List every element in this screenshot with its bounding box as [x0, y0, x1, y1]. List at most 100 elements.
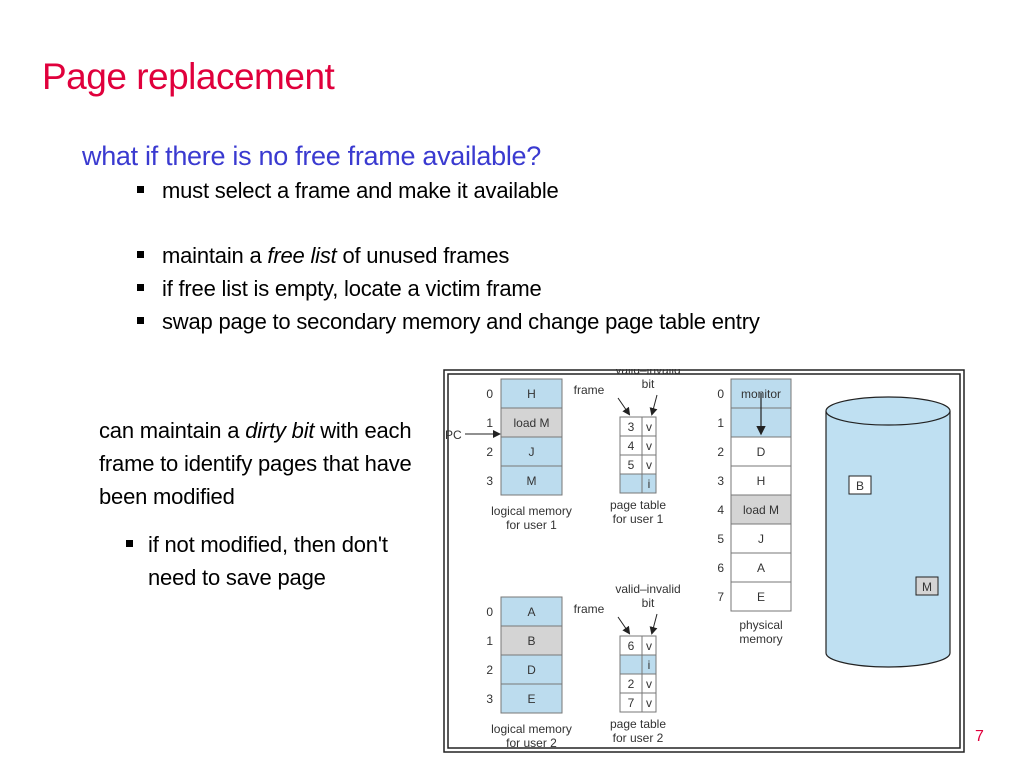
- user2-table-frame-cell: [619, 654, 643, 675]
- user1-table-caption-line1: page table: [610, 498, 666, 512]
- dirty-bit-note: can maintain a dirty bit with each frame…: [99, 414, 439, 513]
- physical-frame-index: 6: [717, 561, 724, 575]
- user2-table-bit-value: v: [646, 639, 652, 653]
- user2-page-cell: [500, 625, 563, 656]
- user1-page-index: 0: [486, 387, 493, 401]
- user1-caption-line2: for user 1: [506, 518, 557, 532]
- user1-frame-arrow: [617, 397, 631, 416]
- physical-frame-cell: [730, 552, 792, 583]
- user2-table-bit-value: v: [646, 696, 652, 710]
- physical-caption-line1: physical: [739, 618, 782, 632]
- user2-table-caption-line1: page table: [610, 717, 666, 731]
- user2-table-frame-value: 2: [628, 677, 635, 691]
- user1-page-cell: [500, 465, 563, 496]
- user1-valid-label-line2: bit: [642, 377, 655, 391]
- bullet-swap-page: swap page to secondary memory and change…: [137, 309, 760, 335]
- user2-page-cell: [500, 596, 563, 627]
- disk-body: [825, 411, 951, 668]
- bullet-emphasis: free list: [267, 243, 337, 268]
- bullet-marker: [137, 284, 144, 291]
- physical-frame-label: load M: [743, 503, 779, 517]
- user2-page-label: A: [527, 605, 535, 619]
- slide-title: Page replacement: [42, 56, 335, 97]
- physical-frame-index: 3: [717, 474, 724, 488]
- page-number: 7: [975, 728, 984, 745]
- user2-page-index: 3: [486, 692, 493, 706]
- user2-page-label: E: [527, 692, 535, 706]
- disk-page-m-label: M: [922, 580, 932, 594]
- user1-page-label: H: [527, 387, 536, 401]
- user2-table-frame-value: 7: [628, 696, 635, 710]
- physical-frame-label: E: [757, 590, 765, 604]
- physical-frame-index: 5: [717, 532, 724, 546]
- physical-frame-index: 0: [717, 387, 724, 401]
- physical-frame-index: 4: [717, 503, 724, 517]
- bullet-marker: [137, 186, 144, 193]
- user1-table-bit-cell: [641, 473, 657, 494]
- bullet-marker: [137, 317, 144, 324]
- user2-caption-line1: logical memory: [491, 722, 572, 736]
- user2-valid-label-line2: bit: [642, 596, 655, 610]
- user2-valid-label-line1: valid–invalid: [615, 582, 680, 596]
- bullet-marker: [126, 540, 133, 547]
- physical-frame-label: H: [757, 474, 766, 488]
- user1-table-bit-value: v: [646, 439, 652, 453]
- user1-valid-label-line1: valid–invalid: [615, 369, 680, 377]
- disk-page-m-box: [915, 576, 939, 596]
- user1-table-frame-value: 3: [628, 420, 635, 434]
- user1-page-cell: [500, 436, 563, 467]
- user2-table-bit-value: i: [648, 658, 651, 672]
- disk-page-b-box: [848, 475, 872, 495]
- user2-page-cell: [500, 683, 563, 714]
- dirty-note-pre: can maintain a: [99, 418, 246, 443]
- bullet-text-pre: maintain a: [162, 243, 268, 268]
- bullet-text: swap page to secondary memory and change…: [162, 309, 760, 334]
- user2-page-index: 0: [486, 605, 493, 619]
- physical-caption-line2: memory: [739, 632, 782, 646]
- user2-page-label: B: [527, 634, 535, 648]
- dirty-sub-bullet: if not modified, then don't need to save…: [126, 528, 418, 594]
- physical-frame-index: 1: [717, 416, 724, 430]
- user2-table-caption-line2: for user 2: [613, 731, 664, 745]
- dirty-note-post: with each frame to identify pages that h…: [99, 418, 412, 509]
- physical-frame-cell: [730, 523, 792, 554]
- user1-table-frame-value: 4: [628, 439, 635, 453]
- user1-page-index: 3: [486, 474, 493, 488]
- user1-page-index: 2: [486, 445, 493, 459]
- physical-frame-cell: [730, 581, 792, 612]
- disk-top: [825, 396, 951, 426]
- pc-label: PC: [445, 428, 462, 442]
- user1-table-bit-value: v: [646, 458, 652, 472]
- user2-valid-arrow: [649, 613, 658, 635]
- user2-page-index: 1: [486, 634, 493, 648]
- user1-valid-arrow: [649, 394, 658, 416]
- disk-page-b-label: B: [856, 479, 864, 493]
- bullet-text: if free list is empty, locate a victim f…: [162, 276, 542, 301]
- physical-frame-label: D: [757, 445, 766, 459]
- user1-table-frame-cell: [619, 473, 643, 494]
- bullet-text-post: of unused frames: [336, 243, 510, 268]
- dirty-sub-bullet-text: if not modified, then don't need to save…: [148, 532, 388, 590]
- user1-page-index: 1: [486, 416, 493, 430]
- user1-table-caption-line2: for user 1: [613, 512, 664, 526]
- bullet-free-list: maintain a free list of unused frames: [137, 243, 510, 269]
- bullet-marker: [137, 251, 144, 258]
- physical-frame-index: 2: [717, 445, 724, 459]
- user2-page-label: D: [527, 663, 536, 677]
- user1-table-frame-value: 5: [628, 458, 635, 472]
- user1-table-bit-value: v: [646, 420, 652, 434]
- bullet-select-frame: must select a frame and make it availabl…: [137, 178, 559, 204]
- user2-frame-label: frame: [574, 602, 605, 616]
- user1-table-bit-value: i: [648, 477, 651, 491]
- dirty-note-emphasis: dirty bit: [245, 418, 315, 443]
- user2-frame-arrow: [617, 616, 631, 635]
- figure-inner-frame: [447, 373, 961, 749]
- physical-frame-label: A: [757, 561, 765, 575]
- user2-caption-line2: for user 2: [506, 736, 557, 750]
- user1-page-cell: [500, 378, 563, 409]
- slide-subheading: what if there is no free frame available…: [82, 141, 541, 171]
- user1-page-label: M: [527, 474, 537, 488]
- bullet-victim-frame: if free list is empty, locate a victim f…: [137, 276, 542, 302]
- bullet-text: must select a frame and make it availabl…: [162, 178, 559, 203]
- user2-table-bit-cell: [641, 692, 657, 713]
